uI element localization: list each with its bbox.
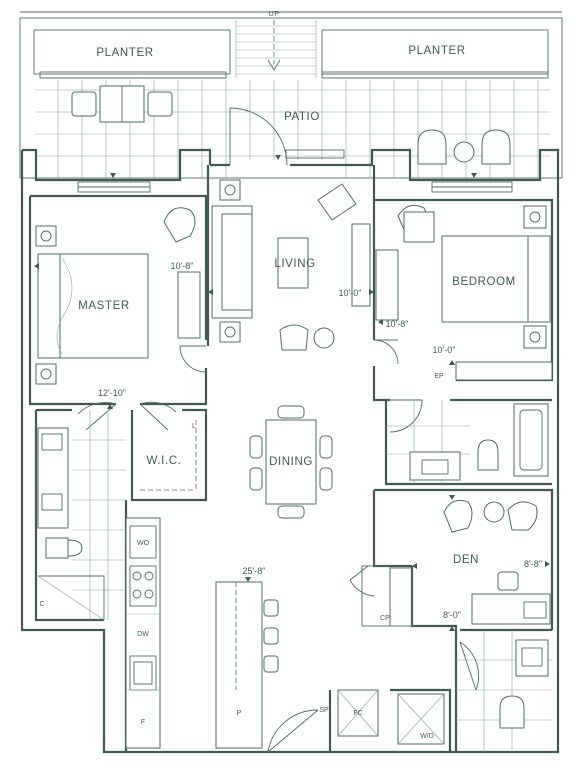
label-f: F xyxy=(141,719,145,726)
label-dw: DW xyxy=(137,631,149,638)
label-wic: W.I.C. xyxy=(147,455,182,467)
label-bedroom: BEDROOM xyxy=(452,276,516,288)
master-furniture xyxy=(35,207,201,385)
living-furniture xyxy=(211,179,399,351)
kitchen xyxy=(125,517,279,749)
label-ep: EP xyxy=(434,373,444,380)
powder-and-laundry xyxy=(337,630,552,752)
dim-bedroom-length: 10'-0" xyxy=(433,345,456,355)
dining-set xyxy=(249,405,333,519)
label-wo: WO xyxy=(137,540,150,547)
label-cp: CP xyxy=(380,615,390,622)
dim-den-length: 8'-0" xyxy=(443,610,461,620)
dim-kitchen-length: 25'-8" xyxy=(243,566,266,576)
label-p: P xyxy=(237,710,242,717)
dim-living-width: 10'-0" xyxy=(339,288,362,298)
dim-bedroom-width: 10'-8" xyxy=(386,319,409,329)
dim-master-length: 12'-10" xyxy=(98,388,126,398)
doors xyxy=(77,107,480,753)
label-c: C xyxy=(39,601,44,608)
ensuite-left xyxy=(37,410,126,621)
label-sp: SP xyxy=(319,707,329,714)
planter-left xyxy=(33,29,231,79)
label-wd: W/D xyxy=(420,733,434,740)
label-master: MASTER xyxy=(78,300,130,312)
patio-table-set-left xyxy=(71,85,173,123)
label-up: UP xyxy=(268,9,279,18)
label-den: DEN xyxy=(453,554,479,566)
label-dining: DINING xyxy=(269,456,313,468)
patio-area xyxy=(19,11,563,179)
label-living: LIVING xyxy=(274,258,315,270)
exterior-walls xyxy=(20,148,560,754)
den-furniture xyxy=(361,499,551,627)
label-l: L xyxy=(192,423,196,430)
label-fc: FC xyxy=(353,710,362,717)
wic-closet xyxy=(140,420,197,491)
patio-lounge-set-right xyxy=(417,129,511,165)
ensuite-right xyxy=(386,400,549,484)
dim-master-width: 10'-8" xyxy=(171,261,194,271)
dim-den-width: 8'-8" xyxy=(524,559,542,569)
planter-right xyxy=(321,29,549,79)
label-planter-left: PLANTER xyxy=(96,47,153,59)
label-planter-right: PLANTER xyxy=(408,45,465,57)
bedroom-furniture xyxy=(397,204,553,381)
direction-markers xyxy=(34,155,550,631)
label-patio: PATIO xyxy=(284,111,320,123)
